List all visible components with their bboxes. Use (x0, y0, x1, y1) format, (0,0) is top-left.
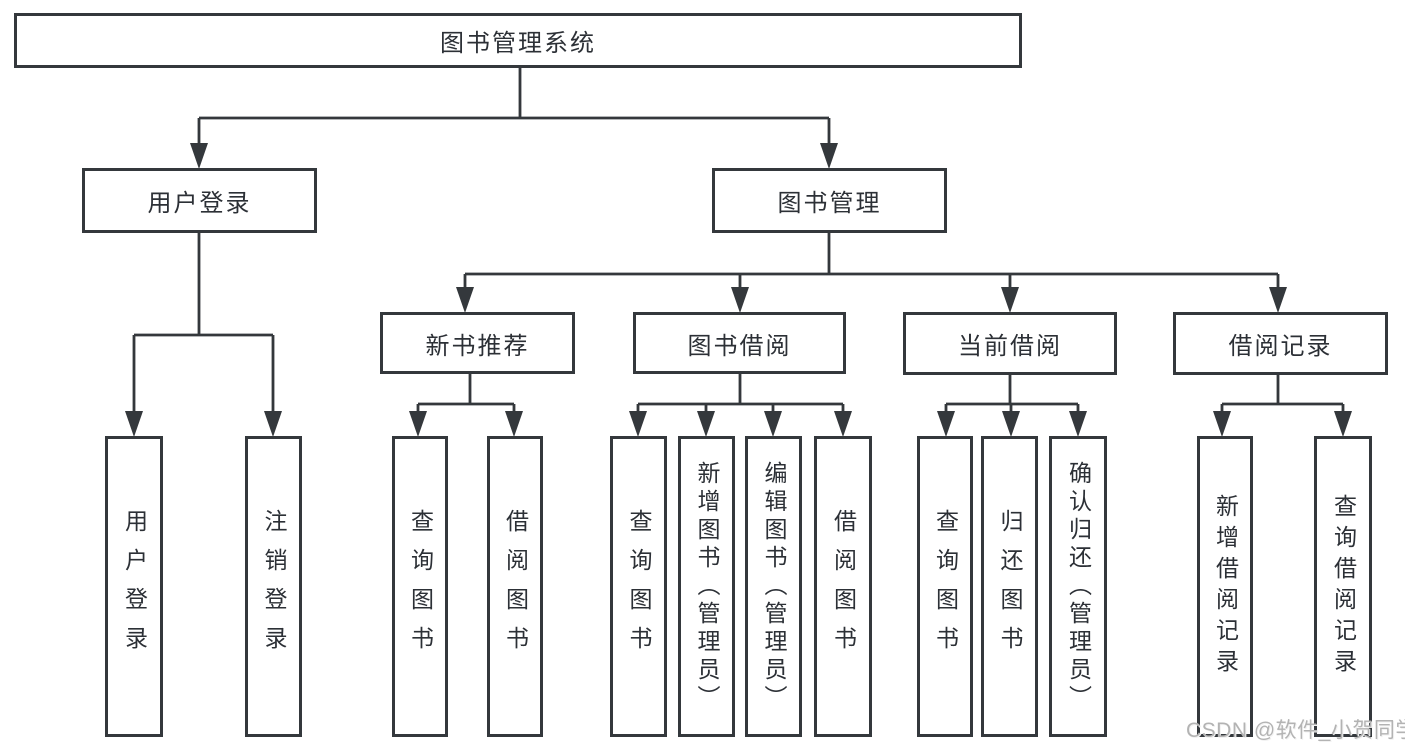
leaf-query-borrow-record: 查询借阅记录 (1314, 436, 1372, 737)
node-label: 归还图书 (997, 508, 1023, 665)
node-root: 图书管理系统 (14, 13, 1022, 68)
node-current-borrow: 当前借阅 (903, 312, 1117, 375)
node-label: 编辑图书（管理员） (761, 460, 787, 713)
leaf-borrow-books-1: 借阅图书 (487, 436, 543, 737)
node-label: 当前借阅 (958, 333, 1062, 360)
leaf-confirm-return-admin: 确认归还（管理员） (1049, 436, 1107, 737)
node-book-borrow: 图书借阅 (633, 312, 846, 374)
node-label: 新书推荐 (425, 332, 530, 360)
leaf-user-login: 用户登录 (105, 436, 163, 737)
node-label: 注销登录 (261, 508, 287, 665)
node-borrow-records: 借阅记录 (1173, 312, 1388, 375)
node-label: 图书借阅 (687, 332, 792, 360)
node-label: 新增借阅记录 (1212, 493, 1239, 680)
node-label: 查询图书 (407, 508, 434, 665)
leaf-add-book-admin: 新增图书（管理员） (678, 436, 735, 737)
leaf-borrow-books-2: 借阅图书 (814, 436, 872, 737)
leaf-add-borrow-record: 新增借阅记录 (1197, 436, 1253, 737)
leaf-query-books-1: 查询图书 (392, 436, 448, 737)
node-new-book-recommend: 新书推荐 (380, 312, 575, 374)
node-label: 图书管理系统 (440, 30, 596, 57)
node-label: 用户登录 (147, 190, 252, 217)
node-label: 确认归还（管理员） (1065, 460, 1092, 713)
leaf-query-books-2: 查询图书 (610, 436, 667, 737)
leaf-logout: 注销登录 (245, 436, 302, 737)
node-label: 借阅记录 (1228, 333, 1333, 360)
node-label: 借阅图书 (502, 508, 529, 665)
node-book-management: 图书管理 (712, 168, 947, 233)
leaf-query-books-3: 查询图书 (917, 436, 973, 737)
leaf-edit-book-admin: 编辑图书（管理员） (745, 436, 802, 737)
leaf-return-book: 归还图书 (981, 436, 1038, 737)
node-label: 图书管理 (777, 190, 882, 217)
node-label: 借阅图书 (830, 508, 857, 665)
node-label: 用户登录 (121, 508, 148, 665)
node-label: 查询图书 (626, 508, 652, 665)
node-label: 查询借阅记录 (1330, 493, 1357, 680)
watermark: CSDN @软件_小贺同学 (1186, 719, 1405, 742)
node-label: 新增图书（管理员） (694, 460, 720, 713)
node-label: 查询图书 (932, 508, 959, 665)
node-user-login: 用户登录 (82, 168, 317, 233)
